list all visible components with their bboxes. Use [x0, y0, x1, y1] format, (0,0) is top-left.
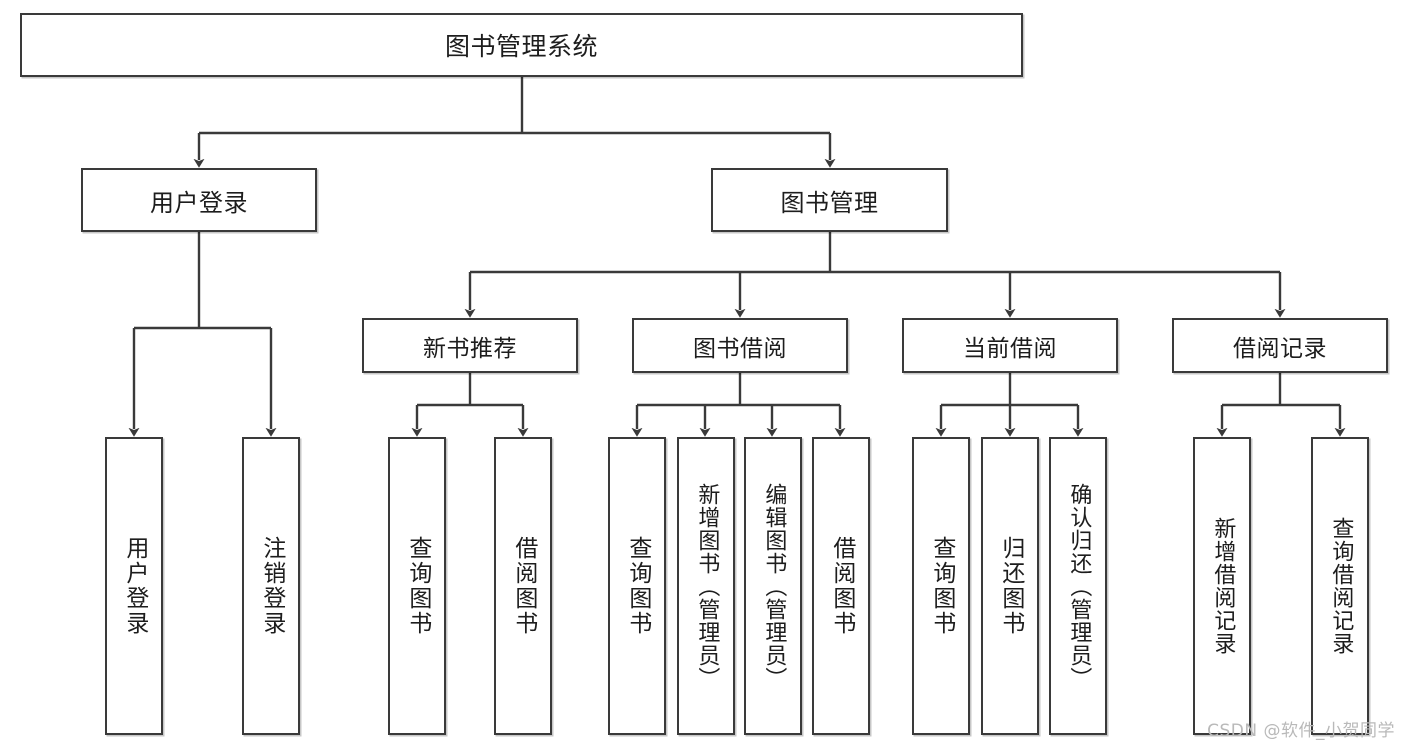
node-leaf-borrow-book-1[interactable]: 借阅图书 [494, 437, 552, 735]
node-book-manage[interactable]: 图书管理 [711, 168, 948, 232]
node-leaf-borrow-book-1-label: 借阅图书 [510, 536, 537, 636]
node-leaf-confirm-return-label: 确认归还（管理员） [1066, 482, 1092, 690]
node-leaf-add-book-label: 新增图书（管理员） [694, 482, 720, 690]
node-leaf-borrow-book-2-label: 借阅图书 [828, 536, 855, 636]
node-leaf-add-record[interactable]: 新增借阅记录 [1193, 437, 1251, 735]
node-user-login-label: 用户登录 [150, 188, 248, 217]
node-leaf-logout[interactable]: 注销登录 [242, 437, 300, 735]
node-book-borrow-label: 图书借阅 [693, 335, 787, 362]
node-leaf-add-record-label: 新增借阅记录 [1210, 517, 1236, 655]
node-new-book-rec[interactable]: 新书推荐 [362, 318, 578, 373]
csdn-watermark: CSDN @软件_小贺同学 [1207, 721, 1395, 741]
node-leaf-edit-book[interactable]: 编辑图书（管理员） [744, 437, 802, 735]
node-leaf-query-book-1-label: 查询图书 [404, 536, 431, 636]
node-leaf-user-login-label: 用户登录 [121, 536, 148, 636]
node-leaf-return-book-label: 归还图书 [997, 536, 1024, 636]
node-leaf-query-book-3[interactable]: 查询图书 [912, 437, 970, 735]
node-leaf-query-record-label: 查询借阅记录 [1328, 517, 1354, 655]
node-user-login[interactable]: 用户登录 [81, 168, 317, 232]
node-leaf-query-book-1[interactable]: 查询图书 [388, 437, 446, 735]
node-borrow-record[interactable]: 借阅记录 [1172, 318, 1388, 373]
node-new-book-rec-label: 新书推荐 [423, 335, 517, 362]
node-leaf-query-book-3-label: 查询图书 [928, 536, 955, 636]
node-leaf-add-book[interactable]: 新增图书（管理员） [677, 437, 735, 735]
node-leaf-logout-label: 注销登录 [258, 536, 285, 636]
node-leaf-query-record[interactable]: 查询借阅记录 [1311, 437, 1369, 735]
node-leaf-query-book-2[interactable]: 查询图书 [608, 437, 666, 735]
node-leaf-user-login[interactable]: 用户登录 [105, 437, 163, 735]
node-book-borrow[interactable]: 图书借阅 [632, 318, 848, 373]
node-leaf-query-book-2-label: 查询图书 [624, 536, 651, 636]
node-current-borrow[interactable]: 当前借阅 [902, 318, 1118, 373]
node-root[interactable]: 图书管理系统 [20, 13, 1023, 77]
node-leaf-borrow-book-2[interactable]: 借阅图书 [812, 437, 870, 735]
node-borrow-record-label: 借阅记录 [1233, 335, 1327, 362]
node-leaf-confirm-return[interactable]: 确认归还（管理员） [1049, 437, 1107, 735]
node-leaf-edit-book-label: 编辑图书（管理员） [761, 482, 787, 690]
node-current-borrow-label: 当前借阅 [963, 335, 1057, 362]
node-leaf-return-book[interactable]: 归还图书 [981, 437, 1039, 735]
node-book-manage-label: 图书管理 [780, 188, 879, 217]
node-root-label: 图书管理系统 [444, 32, 598, 61]
